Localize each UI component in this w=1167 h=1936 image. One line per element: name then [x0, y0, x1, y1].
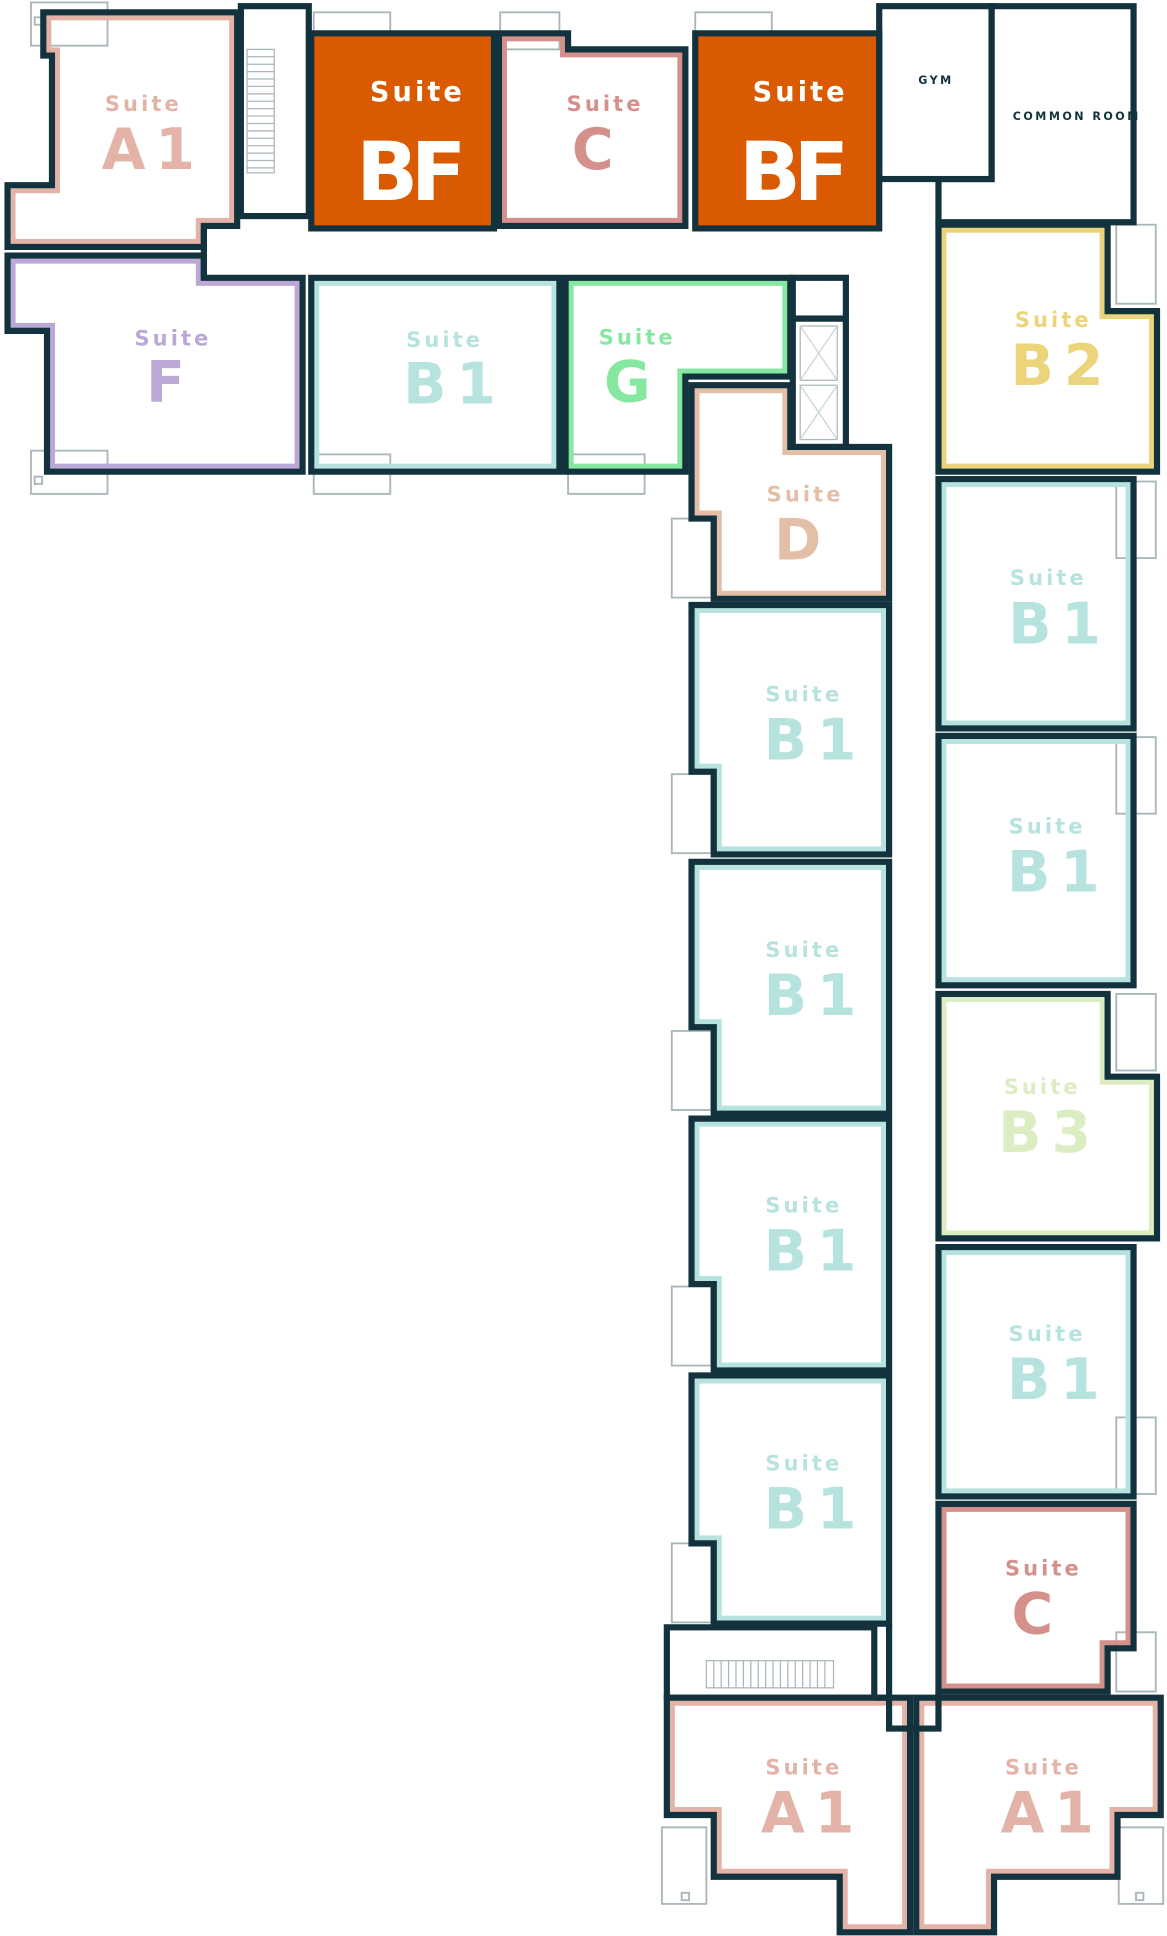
suite-word: Suite — [1004, 1075, 1081, 1099]
balconies — [30, 1, 1165, 1905]
suite-b3[interactable]: Suite B3 — [938, 994, 1157, 1238]
suite-code: A1 — [102, 117, 205, 183]
suite-code: G — [604, 349, 660, 415]
suite-code: B1 — [764, 707, 867, 773]
suite-code: BF — [356, 125, 460, 220]
suite-b1-left-2[interactable]: Suite B1 — [692, 862, 890, 1114]
suite-code: B3 — [998, 1100, 1101, 1166]
suite-word: Suite — [1010, 566, 1087, 590]
suite-code: BF — [739, 125, 843, 220]
suite-word: Suite — [765, 1755, 842, 1779]
suite-word: Suite — [1005, 1556, 1082, 1580]
suite-word: Suite — [105, 92, 182, 116]
suite-code: B1 — [764, 1477, 867, 1543]
common-room-label: COMMON ROOM — [1013, 110, 1141, 123]
suite-word: Suite — [753, 77, 848, 108]
suite-b1-right-3[interactable]: Suite B1 — [938, 1247, 1133, 1496]
suite-f[interactable]: Suite F — [8, 256, 303, 472]
suite-c-right[interactable]: Suite C — [938, 1504, 1133, 1692]
suite-word: Suite — [1015, 308, 1092, 332]
suite-word: Suite — [599, 325, 676, 349]
suite-a1-top-left[interactable]: Suite A1 — [8, 12, 238, 247]
suite-b1-right-2[interactable]: Suite B1 — [938, 736, 1133, 985]
elevator — [789, 274, 849, 451]
suite-word: Suite — [765, 682, 842, 706]
suite-code: D — [774, 507, 831, 573]
suite-code: B1 — [403, 352, 506, 418]
suite-b1-left-1[interactable]: Suite B1 — [692, 605, 890, 854]
suite-g[interactable]: Suite G — [566, 278, 791, 472]
common-room[interactable]: COMMON ROOM — [935, 3, 1141, 226]
suite-word: Suite — [135, 327, 212, 351]
suite-code: B1 — [1008, 591, 1111, 657]
suite-code: C — [572, 117, 624, 183]
suite-bf-1[interactable]: Suite BF — [311, 33, 494, 228]
suite-word: Suite — [765, 1452, 842, 1476]
suite-word: Suite — [767, 482, 844, 506]
suite-code: B1 — [764, 1219, 867, 1285]
suite-word: Suite — [765, 1193, 842, 1217]
suite-word: Suite — [567, 92, 644, 116]
suite-a1-bottom-right[interactable]: Suite A1 — [916, 1698, 1160, 1933]
suite-code: B2 — [1011, 333, 1114, 399]
suite-code: B1 — [764, 963, 867, 1029]
suite-code: A1 — [1000, 1780, 1103, 1846]
stairwell-bottom — [663, 1624, 878, 1701]
gym-label: GYM — [918, 74, 953, 87]
suite-b1-top[interactable]: Suite B1 — [311, 278, 559, 472]
suite-code: A1 — [761, 1780, 864, 1846]
suite-bf-2[interactable]: Suite BF — [695, 33, 879, 228]
suite-b2[interactable]: Suite B2 — [938, 225, 1157, 472]
suite-d[interactable]: Suite D — [692, 385, 890, 599]
suite-code: C — [1011, 1582, 1063, 1648]
suite-c-top[interactable]: Suite C — [499, 33, 685, 226]
suite-word: Suite — [1009, 814, 1086, 838]
suite-code: F — [146, 349, 195, 415]
suite-b1-right-1[interactable]: Suite B1 — [938, 479, 1133, 728]
corridor-walls — [200, 228, 942, 1732]
suite-code: B1 — [1007, 1347, 1110, 1413]
suite-word: Suite — [765, 938, 842, 962]
suite-b1-left-4[interactable]: Suite B1 — [692, 1375, 890, 1623]
stairwell-top — [237, 3, 312, 220]
gym[interactable]: GYM — [876, 3, 995, 183]
suite-a1-bottom-left[interactable]: Suite A1 — [667, 1698, 910, 1933]
suite-code: B1 — [1007, 839, 1110, 905]
suite-b1-left-3[interactable]: Suite B1 — [692, 1119, 890, 1371]
suite-word: Suite — [1009, 1322, 1086, 1346]
suite-word: Suite — [1005, 1755, 1082, 1779]
suite-word: Suite — [406, 328, 483, 352]
suite-word: Suite — [370, 77, 465, 108]
